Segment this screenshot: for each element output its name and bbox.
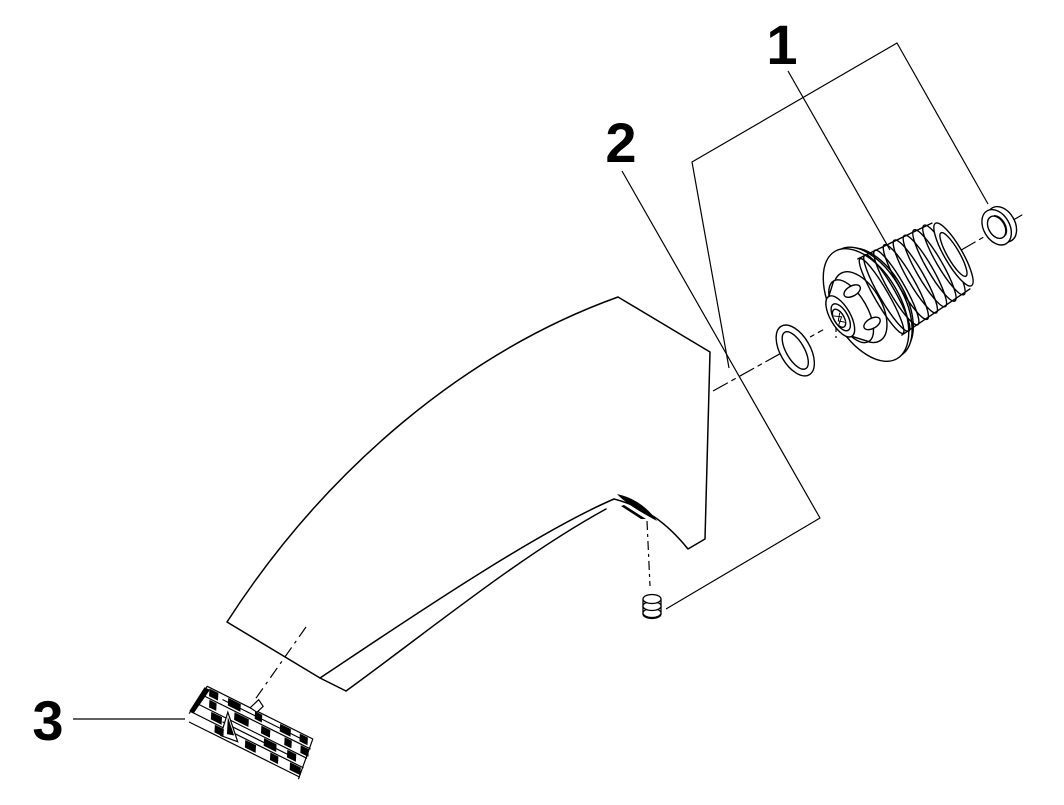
- ring-nut: [981, 205, 1018, 246]
- threads-top-edge: [857, 222, 933, 260]
- thread-crest-2: [873, 249, 920, 326]
- union-threads: [857, 222, 974, 336]
- spout-outlet-foot-edge: [319, 677, 347, 692]
- thread-crest-1: [863, 253, 911, 333]
- spout-inner-arch-far-edge: [345, 508, 607, 692]
- threads-end-bore: [939, 231, 968, 278]
- straightener-hatch: [189, 687, 309, 776]
- spout-body: [226, 296, 711, 692]
- ring-nut-face: [981, 208, 1013, 246]
- set-screw-slot: [617, 494, 657, 521]
- threads-end-cap: [933, 222, 974, 287]
- threads-bottom-edge: [901, 288, 971, 336]
- straightener-tab: [249, 698, 264, 713]
- hub-side-bottom: [851, 335, 870, 343]
- thread-crest-5: [902, 234, 948, 308]
- thread-crest-3: [882, 243, 930, 321]
- screw-axis-line: [646, 520, 651, 587]
- outlet-axis-line: [253, 626, 307, 702]
- union-hub: [825, 279, 881, 344]
- set-screw-coil-1: [642, 593, 662, 605]
- wall-union-assembly: [712, 205, 1023, 392]
- straightener-ribs: [188, 685, 314, 780]
- ring-nut-bore-depth: [993, 215, 1008, 236]
- hub-slot-upper: [843, 284, 862, 298]
- set-screw-slot-streak: [621, 505, 646, 519]
- o-ring: [775, 324, 816, 377]
- ring-nut-bore: [986, 215, 1007, 240]
- part-1-leader-line: [787, 70, 891, 251]
- thread-crest-6: [912, 229, 957, 302]
- part-1-label: 1: [766, 13, 797, 76]
- set-screw: [642, 593, 662, 620]
- spout-silhouette: [226, 296, 711, 679]
- thread-crest-4: [892, 239, 939, 314]
- part-2-label: 2: [605, 111, 636, 174]
- hub-side-top: [828, 280, 835, 298]
- hub-socket-spline: [832, 312, 847, 326]
- hub-slot-lower: [863, 316, 881, 331]
- part-1-bracket: [691, 42, 989, 369]
- part-3-label: 3: [32, 689, 63, 752]
- o-ring-inner: [781, 331, 810, 370]
- part-2-leader-line: [621, 170, 821, 610]
- straightener-wedge-shade: [226, 716, 235, 736]
- flow-straightener: [188, 685, 314, 780]
